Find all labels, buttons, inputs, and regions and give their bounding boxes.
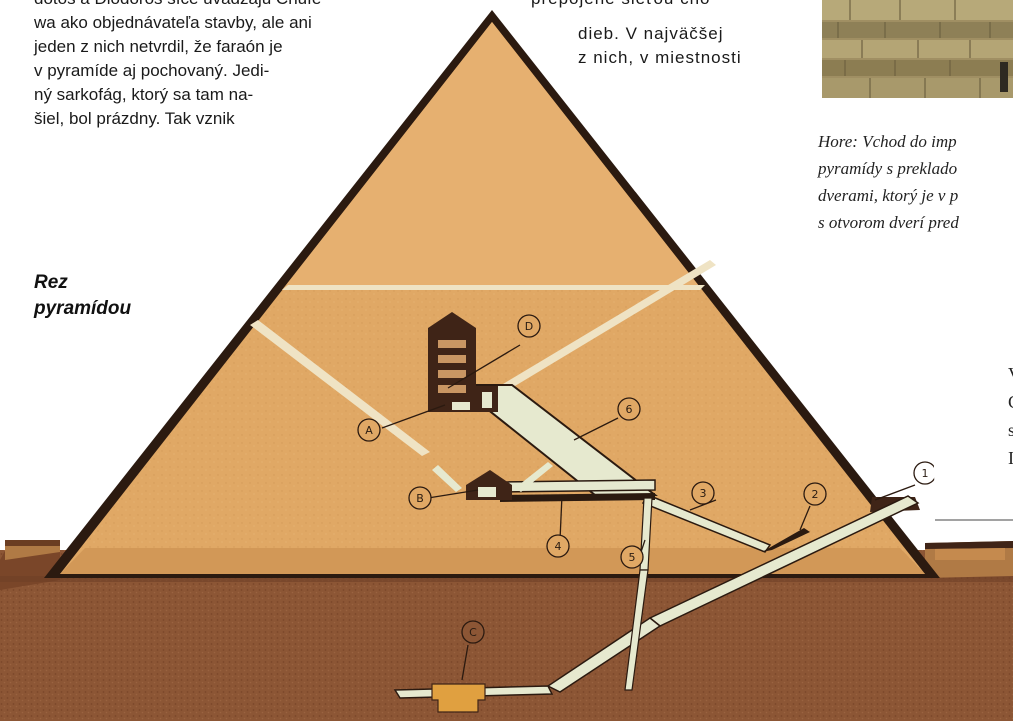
caption-line: pyramídy s preklado (818, 155, 959, 182)
cropped-line: I (1008, 444, 1013, 472)
figure-heading-line: pyramídou (34, 296, 131, 322)
cropped-line: s (1008, 416, 1013, 444)
photo-caption: Hore: Vchod do imp pyramídy s preklado d… (818, 128, 959, 236)
label-1: 1 (914, 462, 936, 484)
svg-text:D: D (525, 320, 533, 333)
figure-heading-line: Rez (34, 270, 131, 296)
cropped-line: C (1008, 388, 1013, 416)
article-line: dotos a Diodoros síce uvádzajú Chufe (34, 0, 321, 11)
article-line: dieb. V najväčšej (578, 22, 742, 46)
svg-text:C: C (469, 626, 477, 639)
article-middle-column: dieb. V najväčšej z nich, v miestnosti (578, 22, 742, 70)
label-4: 4 (547, 535, 569, 557)
cropped-line: V (1008, 360, 1013, 388)
label-5: 5 (621, 546, 643, 568)
caption-line: Hore: Vchod do imp (818, 128, 959, 155)
entrance-photo (822, 0, 1013, 98)
label-3: 3 (692, 482, 714, 504)
svg-text:6: 6 (626, 403, 633, 416)
svg-text:3: 3 (700, 487, 707, 500)
article-left-column: dotos a Diodoros síce uvádzajú Chufe wa … (34, 0, 321, 131)
cropped-side-text: V C s I (1008, 360, 1013, 472)
label-a: A (358, 419, 380, 441)
article-line: wa ako objednávateľa stavby, ale ani (34, 11, 321, 35)
caption-line: s otvorom dverí pred (818, 209, 959, 236)
label-d: D (518, 315, 540, 337)
label-6: 6 (618, 398, 640, 420)
svg-text:B: B (416, 492, 424, 505)
svg-text:5: 5 (629, 551, 636, 564)
subterranean-chamber (432, 684, 485, 712)
figure-heading: Rez pyramídou (34, 270, 131, 322)
label-b: B (409, 487, 431, 509)
article-line: ný sarkofág, ktorý sa tam na- (34, 83, 321, 107)
label-2: 2 (804, 483, 826, 505)
caption-line: dverami, ktorý je v p (818, 182, 959, 209)
svg-text:4: 4 (555, 540, 562, 553)
article-line: v pyramíde aj pochovaný. Jedi- (34, 59, 321, 83)
svg-text:A: A (365, 424, 373, 437)
inset-frame (932, 366, 1013, 520)
label-c: C (462, 621, 484, 643)
article-line: šiel, bol prázdny. Tak vznik (34, 107, 321, 131)
right-plateau (925, 541, 1013, 578)
article-line: jeden z nich netvrdil, že faraón je (34, 35, 321, 59)
article-middle-top-line: prepojené sieťou cho- (531, 0, 717, 11)
article-line: z nich, v miestnosti (578, 46, 742, 70)
svg-text:1: 1 (922, 467, 929, 480)
svg-text:2: 2 (812, 488, 819, 501)
